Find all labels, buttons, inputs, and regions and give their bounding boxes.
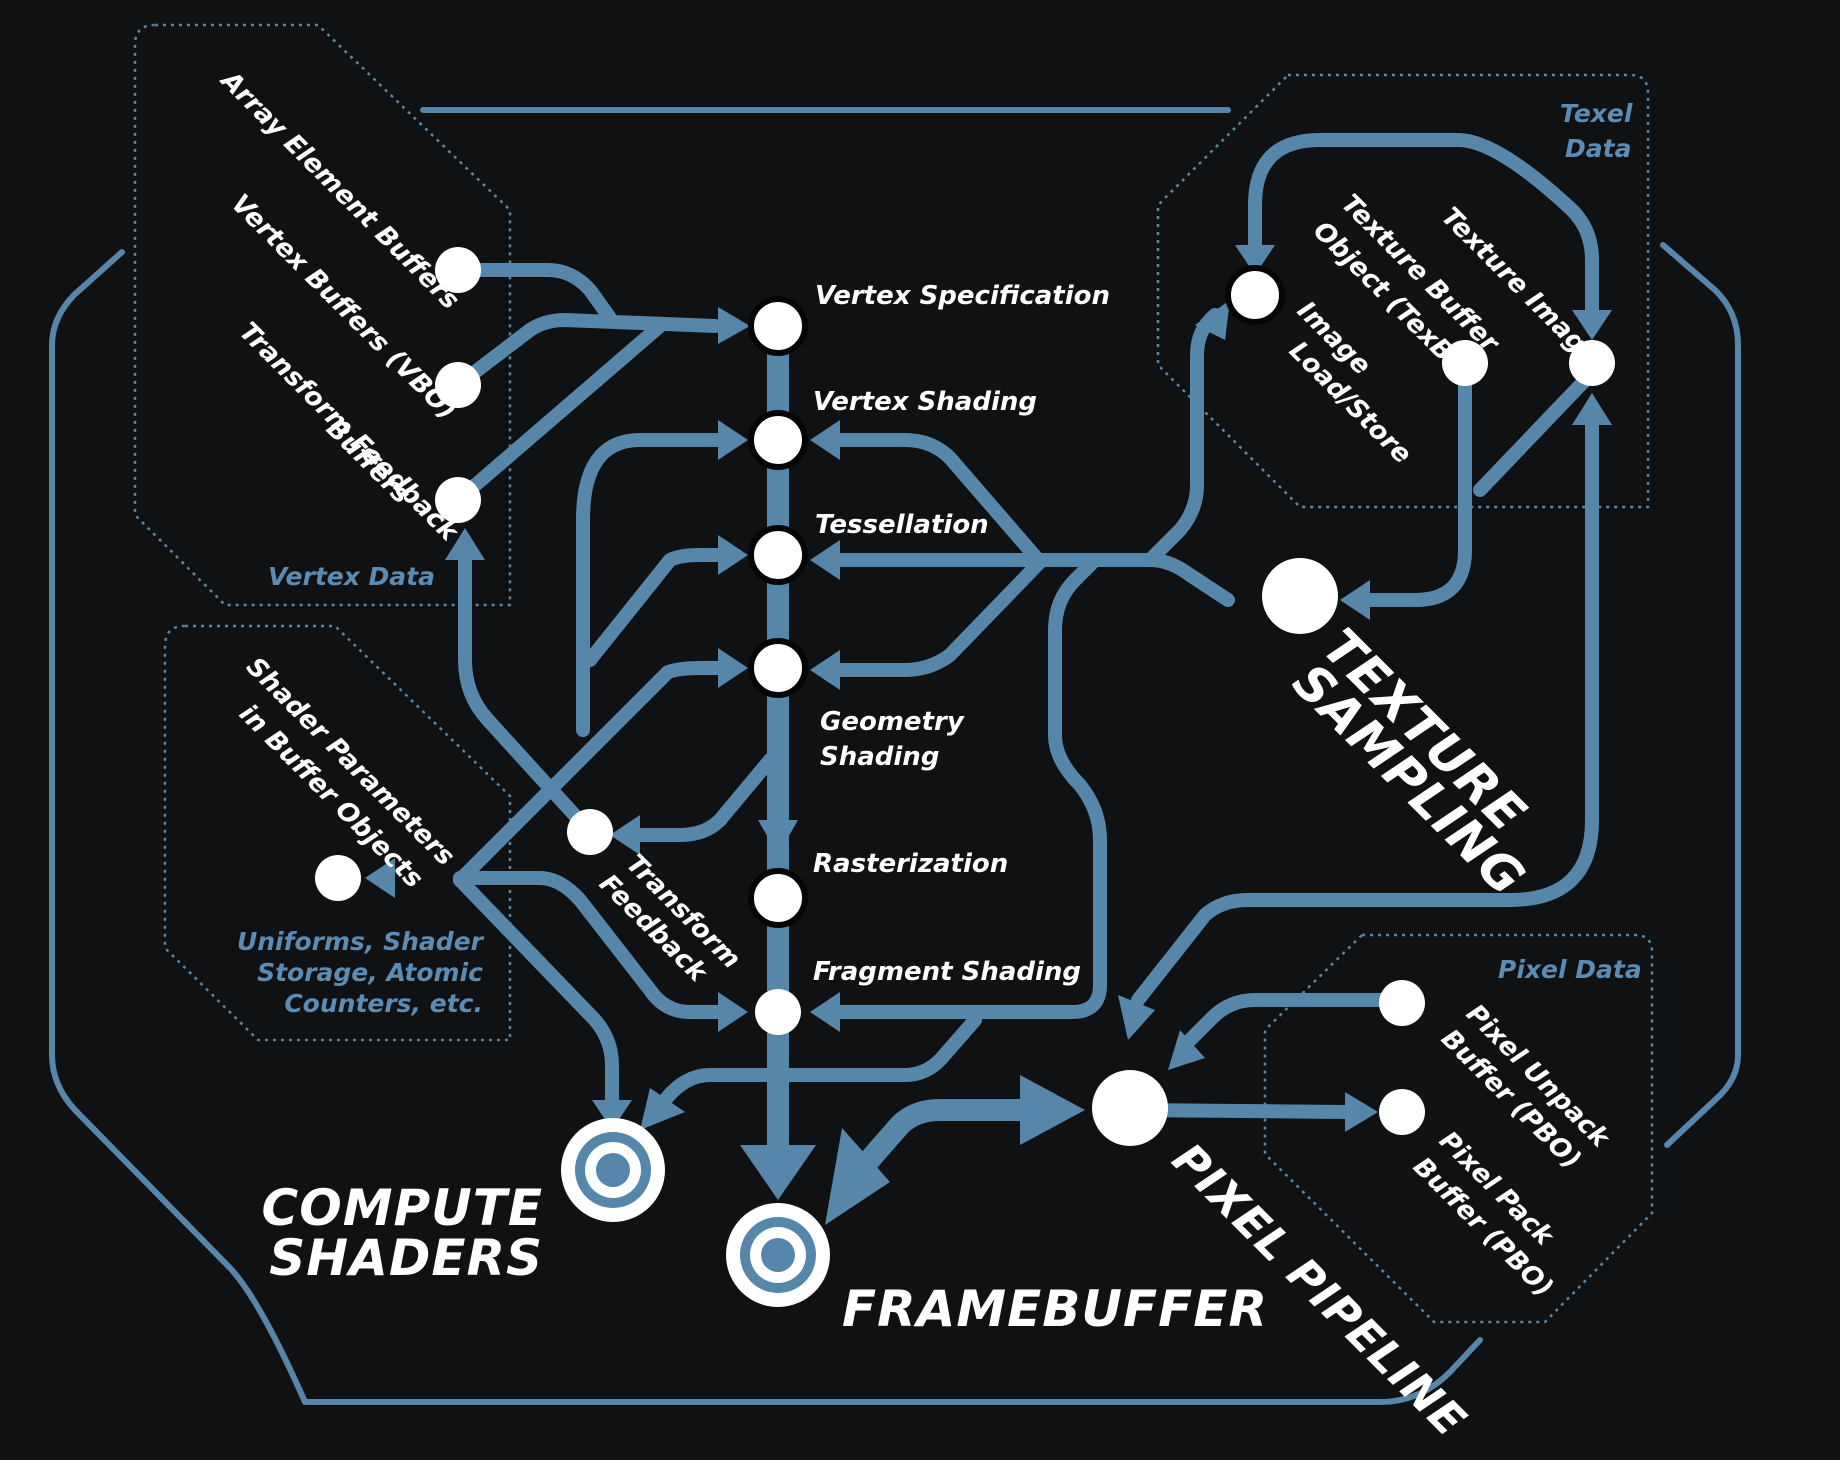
station-tessellation[interactable] (748, 525, 808, 585)
label-geometry-shading-1: Geometry (820, 707, 965, 737)
station-pixel-unpack-buffer[interactable] (1379, 980, 1425, 1026)
hub-compute-shaders[interactable] (561, 1118, 665, 1222)
station-geometry-shading[interactable] (748, 638, 808, 698)
outer-frame (49, 107, 1741, 1405)
label-framebuffer: FRAMEBUFFER (842, 1280, 1268, 1338)
label-vertex-buffers: Vertex Buffers (VBO) (225, 189, 462, 426)
label-uniforms-1: Uniforms, Shader (237, 927, 485, 956)
label-shader-parameters-1: Shader Parameters (240, 652, 460, 872)
shader-param-labels: Shader Parameters in Buffer Objects Unif… (233, 652, 485, 1018)
hub-texture-sampling[interactable] (1262, 558, 1338, 634)
hub-framebuffer[interactable] (726, 1203, 830, 1307)
label-transform-feedback-buffers-2: Buffers (320, 414, 416, 510)
station-vertex-buffers[interactable] (435, 362, 481, 408)
arrowheads (365, 245, 1612, 1225)
group-outlines (133, 23, 1654, 1324)
station-texture-buffer-object[interactable] (1442, 340, 1488, 386)
label-array-element-buffers: Array Element Buffers (214, 64, 465, 315)
label-uniforms-2: Storage, Atomic (257, 958, 483, 987)
pixel-data-group (1263, 933, 1654, 1324)
label-vertex-shading: Vertex Shading (813, 387, 1037, 417)
vertex-data-labels: Array Element Buffers Vertex Buffers (VB… (214, 64, 465, 591)
transform-feedback-labels: Transform Feedback (593, 849, 746, 989)
tracks (451, 133, 1599, 1176)
station-image-load-store[interactable] (1225, 265, 1285, 325)
label-texel-data-1: Texel (1560, 99, 1633, 128)
label-rasterization: Rasterization (813, 849, 1008, 879)
station-vertex-specification[interactable] (748, 296, 808, 356)
station-fragment-shading[interactable] (755, 989, 801, 1035)
station-transform-feedback[interactable] (567, 809, 613, 855)
station-shader-parameters[interactable] (315, 855, 361, 901)
label-vertex-data: Vertex Data (268, 562, 435, 591)
station-pixel-pack-buffer[interactable] (1379, 1089, 1425, 1135)
texel-data-group (1156, 73, 1650, 509)
label-texel-data-2: Data (1565, 134, 1631, 163)
station-vertex-shading[interactable] (748, 410, 808, 470)
station-transform-feedback-buffers[interactable] (435, 477, 481, 523)
station-array-element-buffers[interactable] (435, 247, 481, 293)
label-geometry-shading-2: Shading (820, 742, 939, 772)
label-compute-shaders-2: SHADERS (269, 1229, 543, 1287)
label-compute-shaders-1: COMPUTE (262, 1179, 543, 1237)
hub-pixel-pipeline[interactable] (1092, 1070, 1168, 1146)
label-fragment-shading: Fragment Shading (813, 957, 1081, 987)
label-vertex-specification: Vertex Specification (815, 281, 1110, 311)
station-texture-image[interactable] (1569, 340, 1615, 386)
pixel-data-labels: Pixel Data Pixel Unpack Buffer (PBO) Pix… (1407, 955, 1642, 1303)
stage-labels: Vertex Specification Vertex Shading Tess… (813, 281, 1110, 987)
label-uniforms-3: Counters, etc. (284, 989, 483, 1018)
stations (315, 247, 1615, 1307)
station-rasterization[interactable] (748, 868, 808, 928)
label-tessellation: Tessellation (815, 510, 989, 540)
label-pixel-data: Pixel Data (1498, 955, 1642, 984)
